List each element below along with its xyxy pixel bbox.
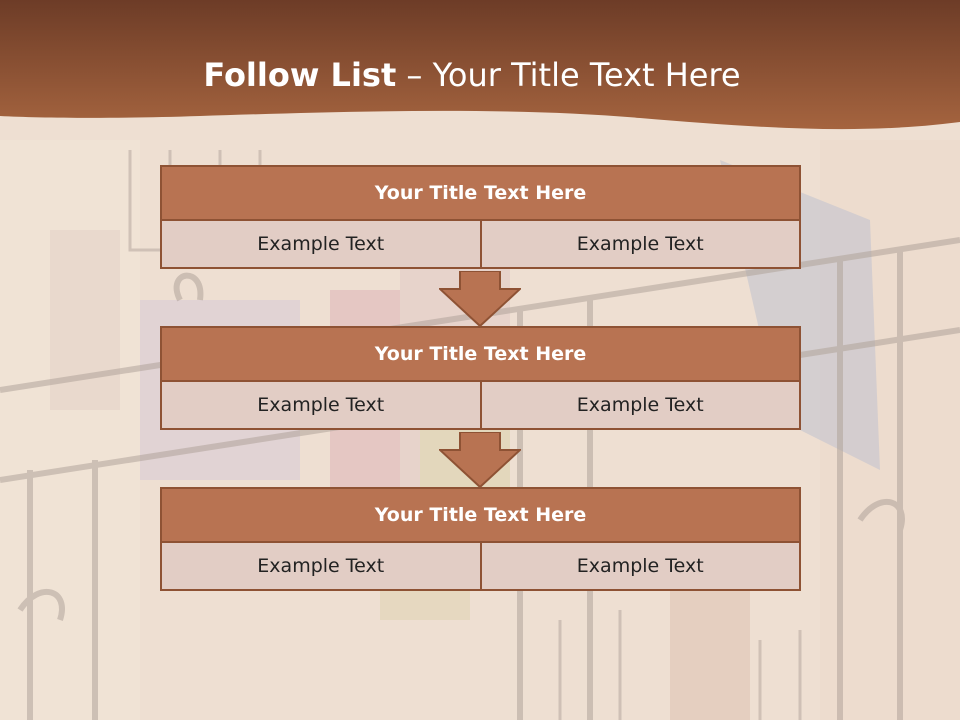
block-row: Example Text Example Text <box>160 543 801 591</box>
block-cell-right: Example Text <box>481 221 801 269</box>
list-block: Your Title Text Here Example Text Exampl… <box>160 487 801 591</box>
block-cell-left: Example Text <box>160 221 482 269</box>
title-rest: – Your Title Text Here <box>396 56 741 94</box>
list-block: Your Title Text Here Example Text Exampl… <box>160 165 801 269</box>
block-title: Your Title Text Here <box>160 326 801 382</box>
block-title: Your Title Text Here <box>160 165 801 221</box>
down-arrow-icon <box>439 271 521 327</box>
title-bold: Follow List <box>203 56 397 94</box>
list-block: Your Title Text Here Example Text Exampl… <box>160 326 801 430</box>
block-row: Example Text Example Text <box>160 382 801 430</box>
block-title: Your Title Text Here <box>160 487 801 543</box>
block-cell-left: Example Text <box>160 543 482 591</box>
block-cell-right: Example Text <box>481 382 801 430</box>
block-cell-left: Example Text <box>160 382 482 430</box>
down-arrow-icon <box>439 432 521 488</box>
header-band <box>0 0 960 130</box>
block-row: Example Text Example Text <box>160 221 801 269</box>
block-cell-right: Example Text <box>481 543 801 591</box>
slide-title: Follow List – Your Title Text Here <box>0 54 944 96</box>
